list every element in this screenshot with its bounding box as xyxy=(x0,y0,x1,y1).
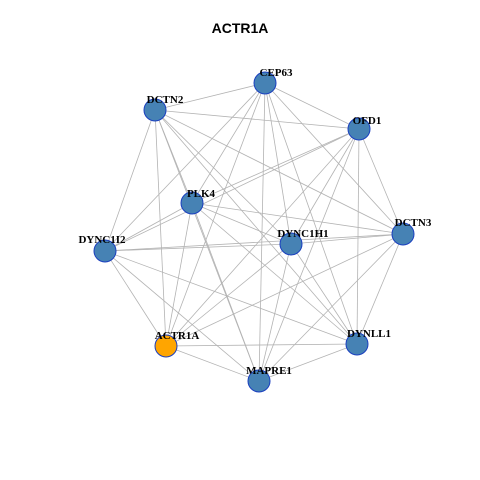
node-circle-dync1h1[interactable] xyxy=(279,232,303,256)
node-label-dynll1: DYNLL1 xyxy=(347,328,391,340)
edge-cep63-dynll1 xyxy=(264,82,358,345)
edge-ofd1-plk4 xyxy=(191,128,360,204)
node-label-actr1a: ACTR1A xyxy=(155,330,200,342)
edge-plk4-actr1a xyxy=(165,202,193,347)
node-ofd1[interactable]: OFD1 xyxy=(347,115,382,141)
node-label-plk4: PLK4 xyxy=(187,188,216,200)
edge-dctn2-actr1a xyxy=(154,109,167,347)
edge-dynll1-mapre1 xyxy=(258,343,358,382)
edge-dync1h1-dynll1 xyxy=(290,243,358,345)
edge-ofd1-dync1i2 xyxy=(104,128,360,252)
node-label-dync1h1: DYNC1H1 xyxy=(277,228,328,240)
edge-dctn3-dync1i2 xyxy=(104,233,404,252)
node-label-ofd1: OFD1 xyxy=(353,115,382,127)
node-dync1h1[interactable]: DYNC1H1 xyxy=(277,228,329,256)
node-cep63[interactable]: CEP63 xyxy=(253,67,294,95)
edges-layer xyxy=(104,82,404,382)
edge-dctn2-dynll1 xyxy=(154,109,358,345)
node-dctn2[interactable]: DCTN2 xyxy=(143,94,184,122)
edge-ofd1-dctn3 xyxy=(358,128,404,235)
node-label-dctn2: DCTN2 xyxy=(147,94,184,106)
edge-plk4-dync1i2 xyxy=(104,202,193,252)
node-dync1i2[interactable]: DYNC1I2 xyxy=(78,234,126,263)
edge-ofd1-mapre1 xyxy=(258,128,360,382)
edge-dync1h1-actr1a xyxy=(165,243,292,347)
node-circle-ofd1[interactable] xyxy=(347,117,371,141)
node-circle-actr1a[interactable] xyxy=(154,334,178,358)
graph-title: ACTR1A xyxy=(211,20,269,36)
node-circle-dync1i2[interactable] xyxy=(93,239,117,263)
edge-dync1i2-dynll1 xyxy=(104,250,358,345)
edge-dctn2-dctn3 xyxy=(154,109,404,235)
edge-dctn3-actr1a xyxy=(165,233,404,347)
node-dctn3[interactable]: DCTN3 xyxy=(391,217,432,246)
node-circle-mapre1[interactable] xyxy=(247,369,271,393)
edge-actr1a-dynll1 xyxy=(165,343,358,347)
edge-ofd1-actr1a xyxy=(165,128,360,347)
edge-plk4-mapre1 xyxy=(191,202,260,382)
edge-plk4-dynll1 xyxy=(191,202,358,345)
node-circle-dctn3[interactable] xyxy=(391,222,415,246)
edge-plk4-dync1h1 xyxy=(191,202,292,245)
edge-dctn2-dync1i2 xyxy=(104,109,156,252)
node-plk4[interactable]: PLK4 xyxy=(180,188,216,215)
edge-actr1a-mapre1 xyxy=(165,345,260,382)
node-mapre1[interactable]: MAPRE1 xyxy=(246,365,292,393)
edge-cep63-plk4 xyxy=(191,82,266,204)
edge-dync1h1-dync1i2 xyxy=(104,243,292,252)
node-circle-dynll1[interactable] xyxy=(345,332,369,356)
edge-cep63-actr1a xyxy=(165,82,266,347)
edge-cep63-dctn2 xyxy=(154,82,266,111)
edge-dctn3-dynll1 xyxy=(356,233,404,345)
node-label-dctn3: DCTN3 xyxy=(395,217,432,229)
edge-dync1h1-mapre1 xyxy=(258,243,292,382)
node-circle-cep63[interactable] xyxy=(253,71,277,95)
edge-dctn3-mapre1 xyxy=(258,233,404,382)
node-label-dync1i2: DYNC1I2 xyxy=(78,234,126,246)
edge-dync1i2-actr1a xyxy=(104,250,167,347)
edge-cep63-ofd1 xyxy=(264,82,360,130)
edge-plk4-dctn3 xyxy=(191,202,404,235)
edge-cep63-dctn3 xyxy=(264,82,404,235)
edge-dync1i2-mapre1 xyxy=(104,250,260,382)
edge-dctn2-dync1h1 xyxy=(154,109,292,245)
edge-dctn2-ofd1 xyxy=(154,109,360,130)
edge-ofd1-dync1h1 xyxy=(290,128,360,245)
node-dynll1[interactable]: DYNLL1 xyxy=(345,328,391,356)
edge-cep63-dync1i2 xyxy=(104,82,266,252)
node-circle-plk4[interactable] xyxy=(180,191,204,215)
edge-dync1h1-dctn3 xyxy=(290,233,404,245)
node-label-mapre1: MAPRE1 xyxy=(246,365,292,377)
node-label-cep63: CEP63 xyxy=(260,67,294,79)
node-circle-dctn2[interactable] xyxy=(143,98,167,122)
node-actr1a[interactable]: ACTR1A xyxy=(154,330,200,358)
